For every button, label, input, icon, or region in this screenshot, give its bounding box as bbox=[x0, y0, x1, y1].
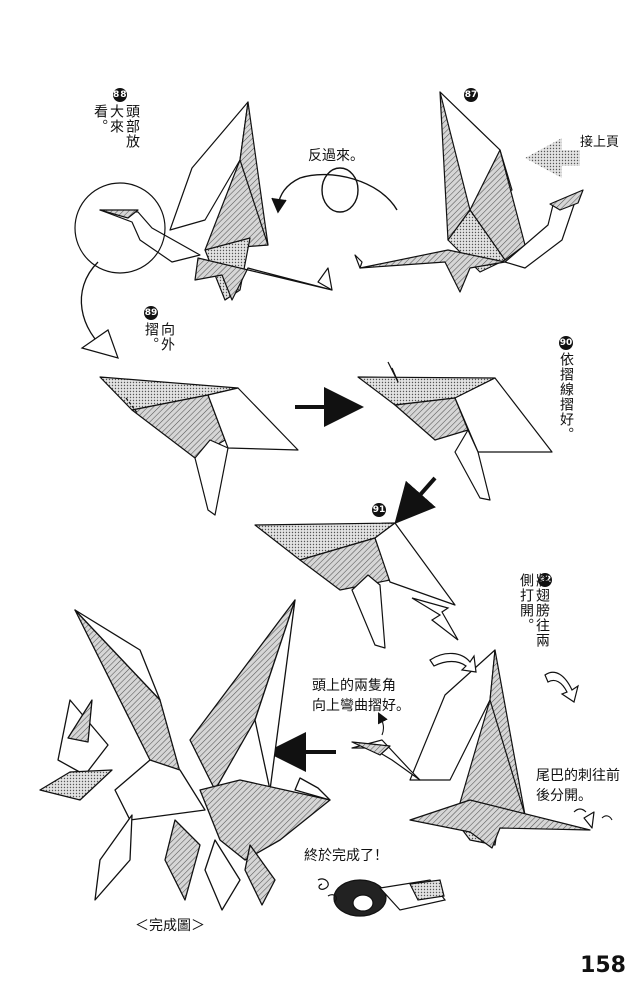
step-90-text: 依摺線摺好。 bbox=[558, 352, 574, 442]
zoom-circle bbox=[74, 182, 166, 274]
flip-arrow bbox=[271, 167, 398, 214]
step-90-number-badge: 90 bbox=[559, 336, 573, 350]
wing-open-arrows bbox=[429, 652, 579, 703]
completed-dragon bbox=[39, 599, 331, 911]
step-89-figure bbox=[99, 376, 299, 516]
step-88-label: 88 bbox=[112, 88, 128, 158]
completed-figure-caption: ＜完成圖＞ bbox=[135, 918, 205, 934]
step-89-text: 向外摺。 bbox=[143, 322, 175, 352]
step-92-figure bbox=[351, 649, 595, 849]
horn-up-arrow bbox=[378, 712, 388, 736]
flip-over-label: 反過來。 bbox=[308, 148, 364, 164]
continue-prev-label: 接上頁 bbox=[580, 135, 620, 150]
tired-character bbox=[317, 878, 447, 917]
step-91-figure bbox=[254, 522, 456, 649]
tail-spikes-line1: 尾巴的刺往前 bbox=[536, 768, 620, 784]
step-87-number-badge: 87 bbox=[464, 88, 478, 102]
step-92-text: 將翅膀往兩側打開。 bbox=[518, 573, 550, 648]
step-88-figure bbox=[99, 101, 333, 301]
step-91-number-badge: 91 bbox=[372, 503, 386, 517]
step-92-number-badge: 92 bbox=[538, 573, 552, 587]
step-88-text: 頭部放大來看。 bbox=[92, 104, 140, 149]
step-90-figure bbox=[357, 361, 553, 501]
page-number: 158 bbox=[580, 953, 626, 978]
step-88-number-badge: 88 bbox=[113, 88, 128, 102]
horns-fold-line1: 頭上的兩隻角 bbox=[312, 678, 396, 694]
step-89-number-badge: 89 bbox=[144, 306, 158, 320]
continue-arrow bbox=[525, 138, 580, 178]
tail-spike-arrows bbox=[573, 808, 613, 821]
step-87-figure bbox=[354, 91, 584, 293]
arrow-91-to-92 bbox=[411, 597, 459, 641]
horns-fold-line2: 向上彎曲摺好。 bbox=[312, 698, 410, 714]
arrow-90-to-91 bbox=[394, 476, 437, 524]
tail-spikes-line2: 後分開。 bbox=[536, 788, 592, 804]
finished-label: 終於完成了！ bbox=[304, 848, 388, 864]
